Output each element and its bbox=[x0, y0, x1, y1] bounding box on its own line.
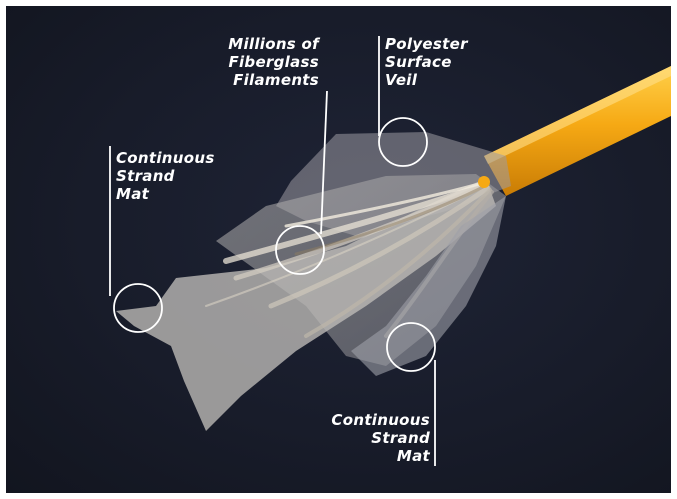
callout-label-fiberglass: Millions of Fiberglass Filaments bbox=[228, 35, 319, 89]
callout-line-1: Continuous bbox=[331, 411, 430, 429]
callout-line-3: Mat bbox=[331, 447, 430, 465]
callout-line-3: Filaments bbox=[228, 71, 319, 89]
rod-tip bbox=[478, 176, 490, 188]
callout-label-veil: Polyester Surface Veil bbox=[385, 35, 468, 89]
product-photo: Millions of Fiberglass Filaments Polyest… bbox=[6, 6, 671, 493]
callout-line-1: Polyester bbox=[385, 35, 468, 53]
yellow-rod bbox=[484, 66, 671, 196]
callout-line-3: Veil bbox=[385, 71, 468, 89]
callout-line-1: Millions of bbox=[228, 35, 319, 53]
callout-line-3: Mat bbox=[116, 185, 215, 203]
callout-line-2: Strand bbox=[331, 429, 430, 447]
callout-line-1: Continuous bbox=[116, 149, 215, 167]
callout-line-2: Surface bbox=[385, 53, 468, 71]
callout-label-strand-mat-left: Continuous Strand Mat bbox=[116, 149, 215, 203]
callout-line-2: Strand bbox=[116, 167, 215, 185]
callout-label-strand-mat-bottom: Continuous Strand Mat bbox=[331, 411, 430, 465]
callout-line-2: Fiberglass bbox=[228, 53, 319, 71]
